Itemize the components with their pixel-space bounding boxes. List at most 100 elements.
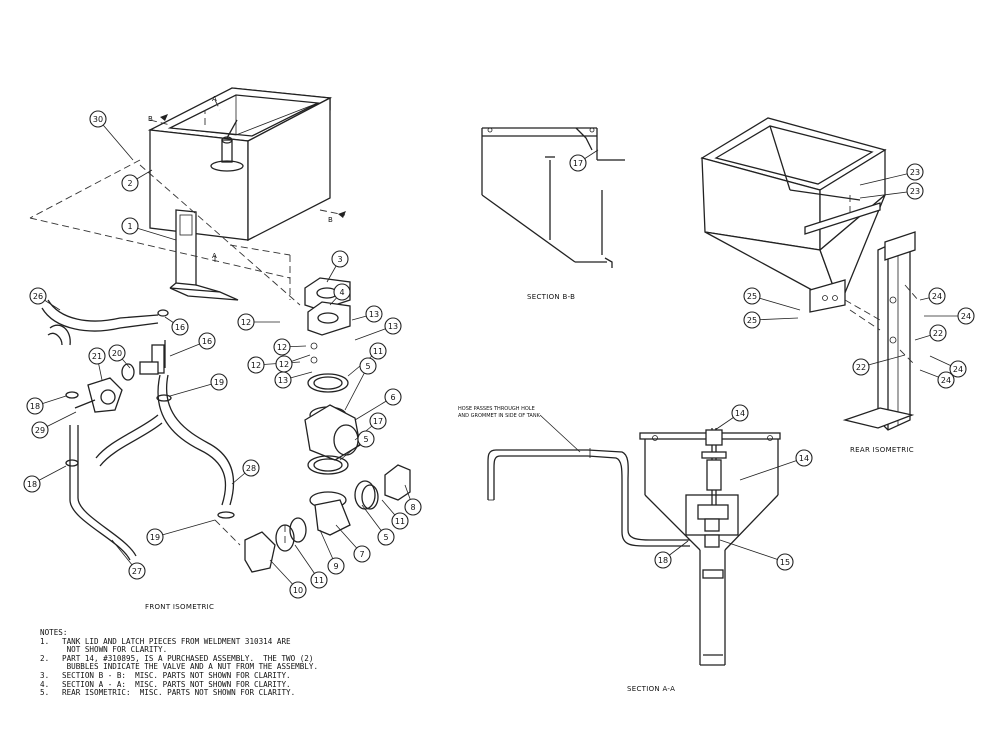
balloon-number: 18 bbox=[27, 480, 37, 489]
balloon-circle bbox=[949, 360, 967, 378]
balloon-circle bbox=[310, 571, 328, 589]
item-balloon: 22 bbox=[914, 324, 947, 342]
item-balloon: 12 bbox=[275, 354, 311, 373]
balloon-number: 17 bbox=[573, 159, 583, 168]
balloon-number: 30 bbox=[93, 115, 103, 124]
leader-line bbox=[739, 457, 805, 481]
balloon-circle bbox=[743, 311, 761, 329]
notes-block: NOTES: 1.TANK LID AND LATCH PIECES FROM … bbox=[40, 628, 370, 698]
item-balloon: 24 bbox=[919, 287, 946, 305]
balloon-circle bbox=[369, 412, 387, 430]
item-balloon: 26 bbox=[29, 287, 61, 311]
note-line: 1.TANK LID AND LATCH PIECES FROM WELDMEN… bbox=[40, 636, 370, 647]
balloon-number: 22 bbox=[856, 363, 866, 372]
item-balloon: 2 bbox=[121, 169, 153, 192]
balloon-circle bbox=[333, 283, 351, 301]
note-line: 4.SECTION A - A: MISC. PARTS NOT SHOWN F… bbox=[40, 679, 370, 690]
balloon-number: 12 bbox=[279, 360, 289, 369]
balloon-circle bbox=[928, 287, 946, 305]
note-line: BUBBLES INDICATE THE VALVE AND A NUT FRO… bbox=[40, 663, 370, 672]
item-balloon: 21 bbox=[88, 347, 106, 381]
balloon-circle bbox=[88, 347, 106, 365]
leader-line bbox=[154, 519, 216, 538]
note-line: 5. REAR ISOMETRIC: MISC. PARTS NOT SHOWN … bbox=[40, 689, 370, 698]
balloon-number: 1 bbox=[127, 222, 132, 231]
balloon-number: 29 bbox=[35, 426, 45, 435]
note-number: 5. bbox=[40, 688, 50, 698]
note-text: BUBBLES INDICATE THE VALVE AND A NUT FRO… bbox=[62, 662, 319, 672]
balloon-circle bbox=[929, 324, 947, 342]
item-balloon: 5 bbox=[361, 504, 395, 546]
balloon-number: 16 bbox=[175, 323, 185, 332]
balloon-circle bbox=[353, 545, 371, 563]
note-number: 1. bbox=[40, 636, 50, 646]
item-balloon: 24 bbox=[929, 355, 967, 378]
balloon-number: 20 bbox=[112, 349, 122, 358]
item-balloon: 16 bbox=[164, 316, 189, 336]
balloon-number: 24 bbox=[961, 312, 971, 321]
item-balloon: 3 bbox=[326, 250, 349, 283]
leader-line bbox=[97, 118, 134, 161]
balloon-number: 5 bbox=[383, 533, 388, 542]
balloon-circle bbox=[247, 356, 265, 374]
balloon-number: 15 bbox=[780, 558, 790, 567]
balloon-circle bbox=[128, 562, 146, 580]
balloon-number: 18 bbox=[30, 402, 40, 411]
item-balloon: 12 bbox=[237, 313, 280, 331]
projection-lines bbox=[29, 99, 346, 546]
view-title-front: FRONT ISOMETRIC bbox=[145, 603, 214, 611]
item-balloon: 8 bbox=[404, 484, 422, 516]
note-number: 4. bbox=[40, 679, 50, 689]
balloon-number: 12 bbox=[241, 318, 251, 327]
balloon-number: 2 bbox=[127, 179, 132, 188]
balloon-circle bbox=[171, 318, 189, 336]
balloon-number: 13 bbox=[388, 322, 398, 331]
balloon-number: 11 bbox=[395, 517, 405, 526]
item-balloon: 4 bbox=[329, 283, 351, 306]
item-balloon: 12 bbox=[273, 338, 307, 356]
front-isometric-view: B A A B FRONT ISOMETRIC bbox=[29, 87, 411, 611]
balloon-number: 11 bbox=[314, 576, 324, 585]
balloon-circle bbox=[198, 332, 216, 350]
balloon-number: 24 bbox=[941, 376, 951, 385]
note-number: 2. bbox=[40, 653, 50, 663]
balloon-number: 14 bbox=[735, 409, 745, 418]
section-b-view: SECTION B-B bbox=[481, 127, 625, 301]
item-balloon: 25 bbox=[743, 311, 799, 329]
note-line: 3.SECTION B - B: MISC. PARTS NOT SHOWN F… bbox=[40, 671, 370, 681]
balloon-circle bbox=[906, 182, 924, 200]
item-balloon: 19 bbox=[146, 519, 216, 546]
item-balloon: 17 bbox=[569, 149, 599, 172]
balloon-circle bbox=[776, 553, 794, 571]
balloon-circle bbox=[384, 317, 402, 335]
leader-line bbox=[719, 539, 786, 563]
balloon-circle bbox=[384, 388, 402, 406]
item-balloon: 25 bbox=[743, 287, 801, 311]
cut-label-a: A bbox=[212, 252, 217, 260]
note-text: REAR ISOMETRIC: MISC. PARTS NOT SHOWN FO… bbox=[62, 688, 296, 698]
item-balloon: 29 bbox=[31, 411, 77, 439]
leader-line bbox=[859, 190, 916, 199]
tank-box bbox=[147, 87, 333, 242]
balloon-number: 28 bbox=[246, 464, 256, 473]
cut-label-b: B bbox=[148, 115, 153, 123]
note-text: PART 14, #310895, IS A PURCHASED ASSEMBL… bbox=[62, 653, 314, 663]
balloon-circle bbox=[365, 305, 383, 323]
balloon-circle bbox=[26, 397, 44, 415]
balloon-number: 18 bbox=[658, 556, 668, 565]
section-a-view: HOSE PASSES THROUGH HOLE AND GROMMET IN … bbox=[458, 406, 781, 693]
balloon-number: 17 bbox=[373, 417, 383, 426]
balloon-number: 7 bbox=[359, 550, 364, 559]
balloon-circle bbox=[359, 357, 377, 375]
balloon-number: 13 bbox=[369, 310, 379, 319]
item-balloon: 10 bbox=[269, 559, 307, 599]
balloon-circle bbox=[23, 475, 41, 493]
balloon-circle bbox=[108, 344, 126, 362]
balloon-circle bbox=[121, 174, 139, 192]
balloon-number: 23 bbox=[910, 187, 920, 196]
item-balloon: 23 bbox=[859, 163, 924, 186]
balloon-number: 22 bbox=[933, 329, 943, 338]
item-balloon: 27 bbox=[111, 539, 146, 580]
